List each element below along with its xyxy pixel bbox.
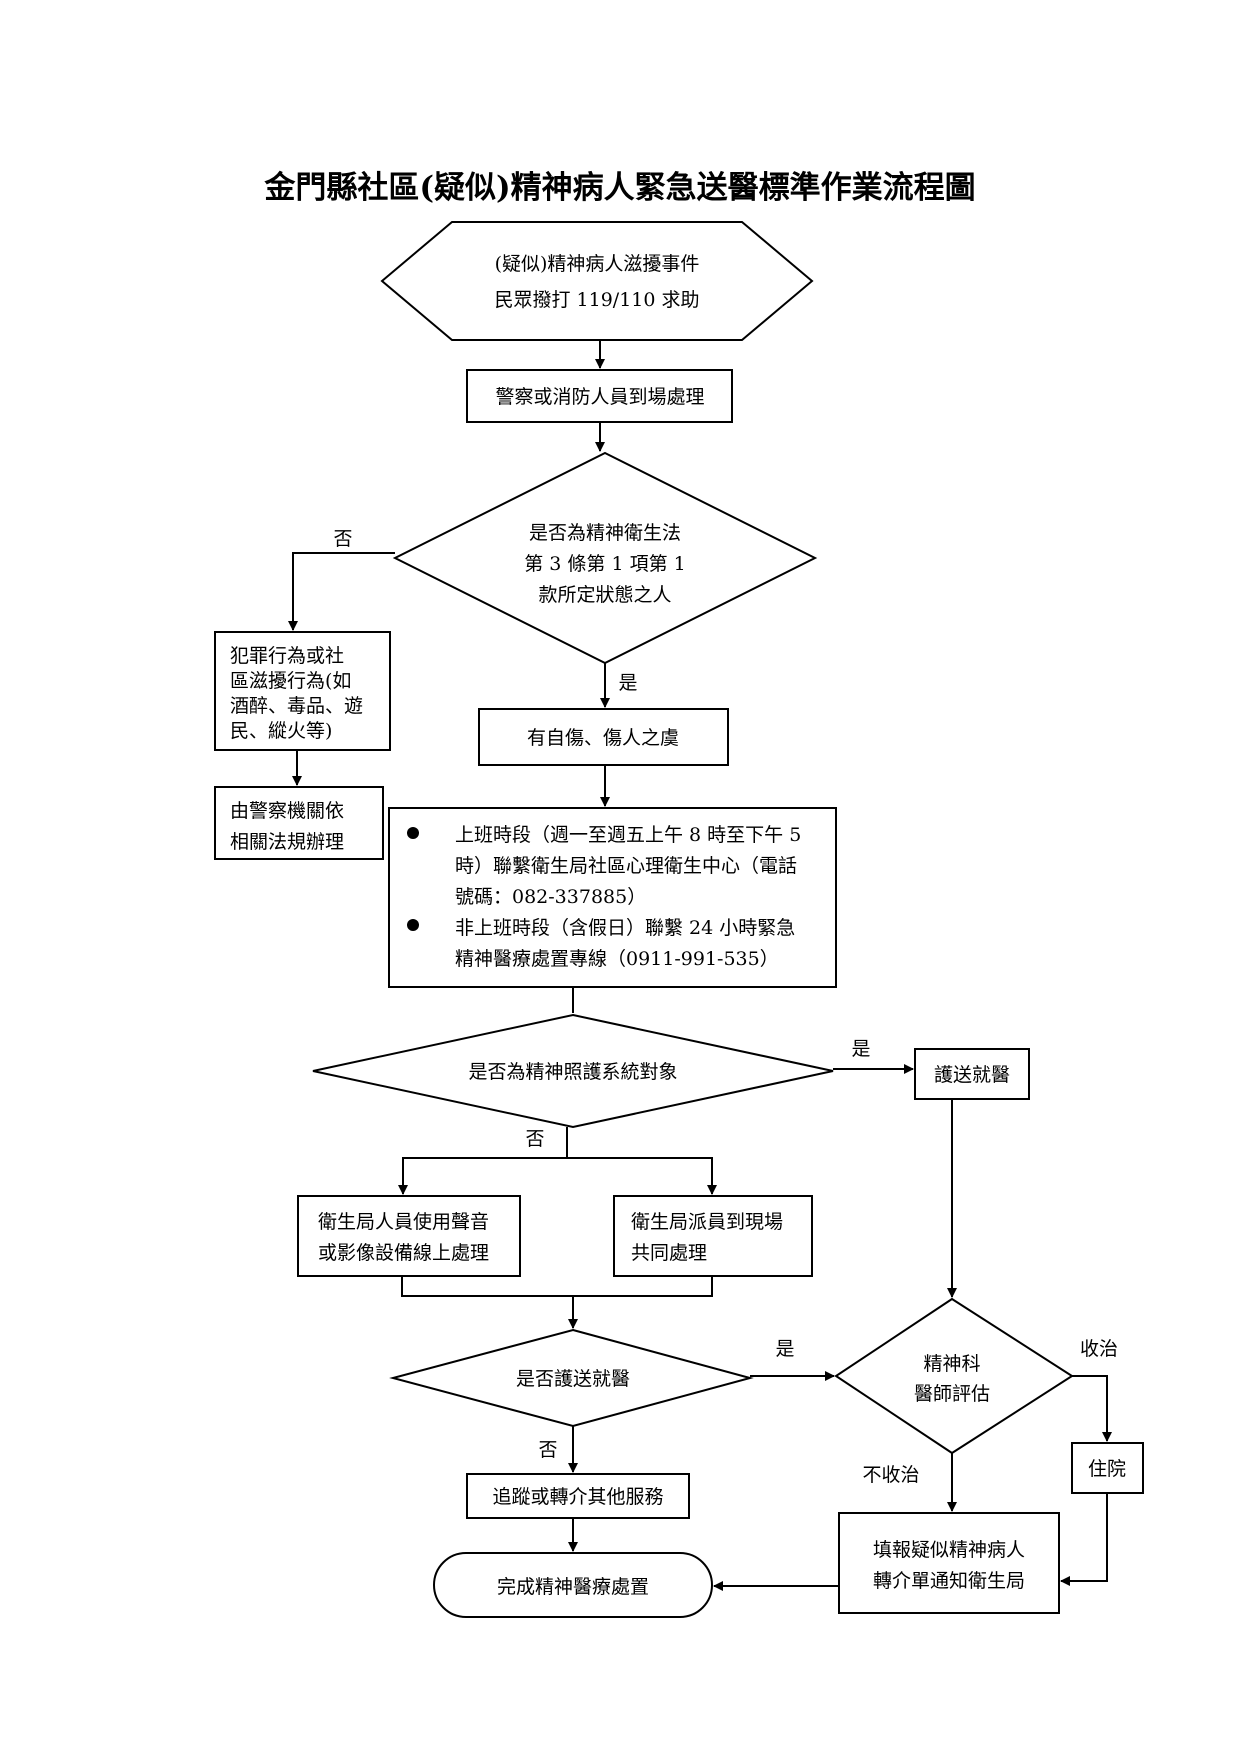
node-hospitalize: 住院 bbox=[1071, 1442, 1144, 1494]
edge-hospital-report bbox=[1060, 1493, 1108, 1586]
node-online: 衛生局人員使用聲音 或影像設備線上處理 bbox=[297, 1195, 521, 1277]
decision-law-line-2: 第 3 條第 1 項第 1 bbox=[524, 553, 685, 575]
node-end-label: 完成精神醫療處置 bbox=[497, 1576, 649, 1598]
node-report: 填報疑似精神病人 轉介單通知衛生局 bbox=[838, 1512, 1060, 1614]
decision-law-line-3: 款所定狀態之人 bbox=[538, 584, 671, 606]
label-escort-yes: 是 bbox=[775, 1338, 794, 1360]
node-crime: 犯罪行為或社 區滋擾行為(如 酒醉、毒品、遊 民、縱火等) bbox=[214, 631, 391, 751]
edge-merge bbox=[401, 1276, 713, 1297]
label-escort-no: 否 bbox=[538, 1439, 557, 1461]
contact-bullet1-line-2: 時）聯繫衛生局社區心理衛生中心（電話 bbox=[455, 855, 797, 877]
node-follow: 追蹤或轉介其他服務 bbox=[466, 1473, 690, 1519]
connectors bbox=[288, 340, 1112, 1591]
decision-psych-eval: 精神科 醫師評估 bbox=[834, 1297, 1074, 1455]
node-crime-line-3: 酒醉、毒品、遊 bbox=[230, 695, 363, 717]
node-onsite: 衛生局派員到現場 共同處理 bbox=[613, 1195, 813, 1277]
node-police-label: 警察或消防人員到場處理 bbox=[495, 386, 704, 408]
decision-law-line-1: 是否為精神衛生法 bbox=[529, 522, 681, 544]
node-start: (疑似)精神病人滋擾事件 民眾撥打 119/110 求助 bbox=[380, 221, 814, 341]
bullet-2-icon bbox=[407, 919, 419, 931]
decision-escort-label: 是否護送就醫 bbox=[516, 1368, 630, 1390]
edge-care-no bbox=[398, 1127, 568, 1195]
node-start-line-1: (疑似)精神病人滋擾事件 bbox=[495, 253, 700, 275]
node-onsite-line-1: 衛生局派員到現場 bbox=[631, 1211, 783, 1233]
node-start-line-2: 民眾撥打 119/110 求助 bbox=[494, 289, 699, 311]
node-online-line-1: 衛生局人員使用聲音 bbox=[318, 1211, 489, 1233]
label-not-admit: 不收治 bbox=[862, 1464, 919, 1486]
decision-law: 是否為精神衛生法 第 3 條第 1 項第 1 款所定狀態之人 bbox=[392, 451, 818, 665]
node-self-harm-label: 有自傷、傷人之虞 bbox=[527, 727, 679, 749]
node-police-handle-line-1: 由警察機關依 bbox=[230, 800, 344, 822]
decision-psych-eval-line-1: 精神科 bbox=[923, 1353, 980, 1375]
contact-bullet1-line-3: 號碼：082-337885） bbox=[455, 886, 646, 908]
page-title: 金門縣社區(疑似)精神病人緊急送醫標準作業流程圖 bbox=[263, 170, 975, 206]
node-onsite-line-2: 共同處理 bbox=[631, 1242, 707, 1264]
node-follow-label: 追蹤或轉介其他服務 bbox=[492, 1486, 663, 1508]
label-care-no: 否 bbox=[525, 1128, 544, 1150]
decision-escort: 是否護送就醫 bbox=[389, 1328, 754, 1428]
node-self-harm: 有自傷、傷人之虞 bbox=[478, 708, 729, 766]
label-care-yes: 是 bbox=[851, 1038, 870, 1060]
edge-law-no bbox=[288, 552, 395, 631]
node-contact: 上班時段（週一至週五上午 8 時至下午 5 時）聯繫衛生局社區心理衛生中心（電話… bbox=[388, 807, 837, 988]
label-admit: 收治 bbox=[1080, 1338, 1118, 1360]
node-police-handle: 由警察機關依 相關法規辦理 bbox=[214, 786, 384, 860]
edge-eval-admit bbox=[1072, 1375, 1112, 1442]
contact-bullet1-line-1: 上班時段（週一至週五上午 8 時至下午 5 bbox=[455, 824, 801, 846]
node-report-line-1: 填報疑似精神病人 bbox=[873, 1539, 1025, 1561]
decision-psych-eval-line-2: 醫師評估 bbox=[914, 1383, 990, 1405]
decision-care-label: 是否為精神照護系統對象 bbox=[468, 1061, 677, 1083]
contact-bullet2-line-2: 精神醫療處置專線（0911-991-535） bbox=[455, 948, 779, 970]
label-law-no: 否 bbox=[333, 528, 352, 550]
node-crime-line-4: 民、縱火等) bbox=[230, 720, 332, 742]
node-crime-line-2: 區滋擾行為(如 bbox=[230, 670, 351, 692]
contact-bullet2-line-1: 非上班時段（含假日）聯繫 24 小時緊急 bbox=[455, 917, 795, 939]
node-escort-label: 護送就醫 bbox=[934, 1064, 1010, 1086]
node-report-line-2: 轉介單通知衛生局 bbox=[873, 1570, 1025, 1592]
node-police: 警察或消防人員到場處理 bbox=[466, 369, 733, 423]
node-hospitalize-label: 住院 bbox=[1088, 1458, 1126, 1480]
node-police-handle-line-2: 相關法規辦理 bbox=[230, 831, 344, 853]
bullet-1-icon bbox=[407, 827, 419, 839]
edge-care-no-right bbox=[567, 1157, 717, 1195]
decision-care: 是否為精神照護系統對象 bbox=[312, 1013, 834, 1129]
node-end: 完成精神醫療處置 bbox=[433, 1552, 713, 1618]
node-online-line-2: 或影像設備線上處理 bbox=[318, 1242, 489, 1264]
label-law-yes: 是 bbox=[618, 672, 637, 694]
node-escort: 護送就醫 bbox=[914, 1048, 1030, 1100]
node-crime-line-1: 犯罪行為或社 bbox=[230, 645, 344, 667]
